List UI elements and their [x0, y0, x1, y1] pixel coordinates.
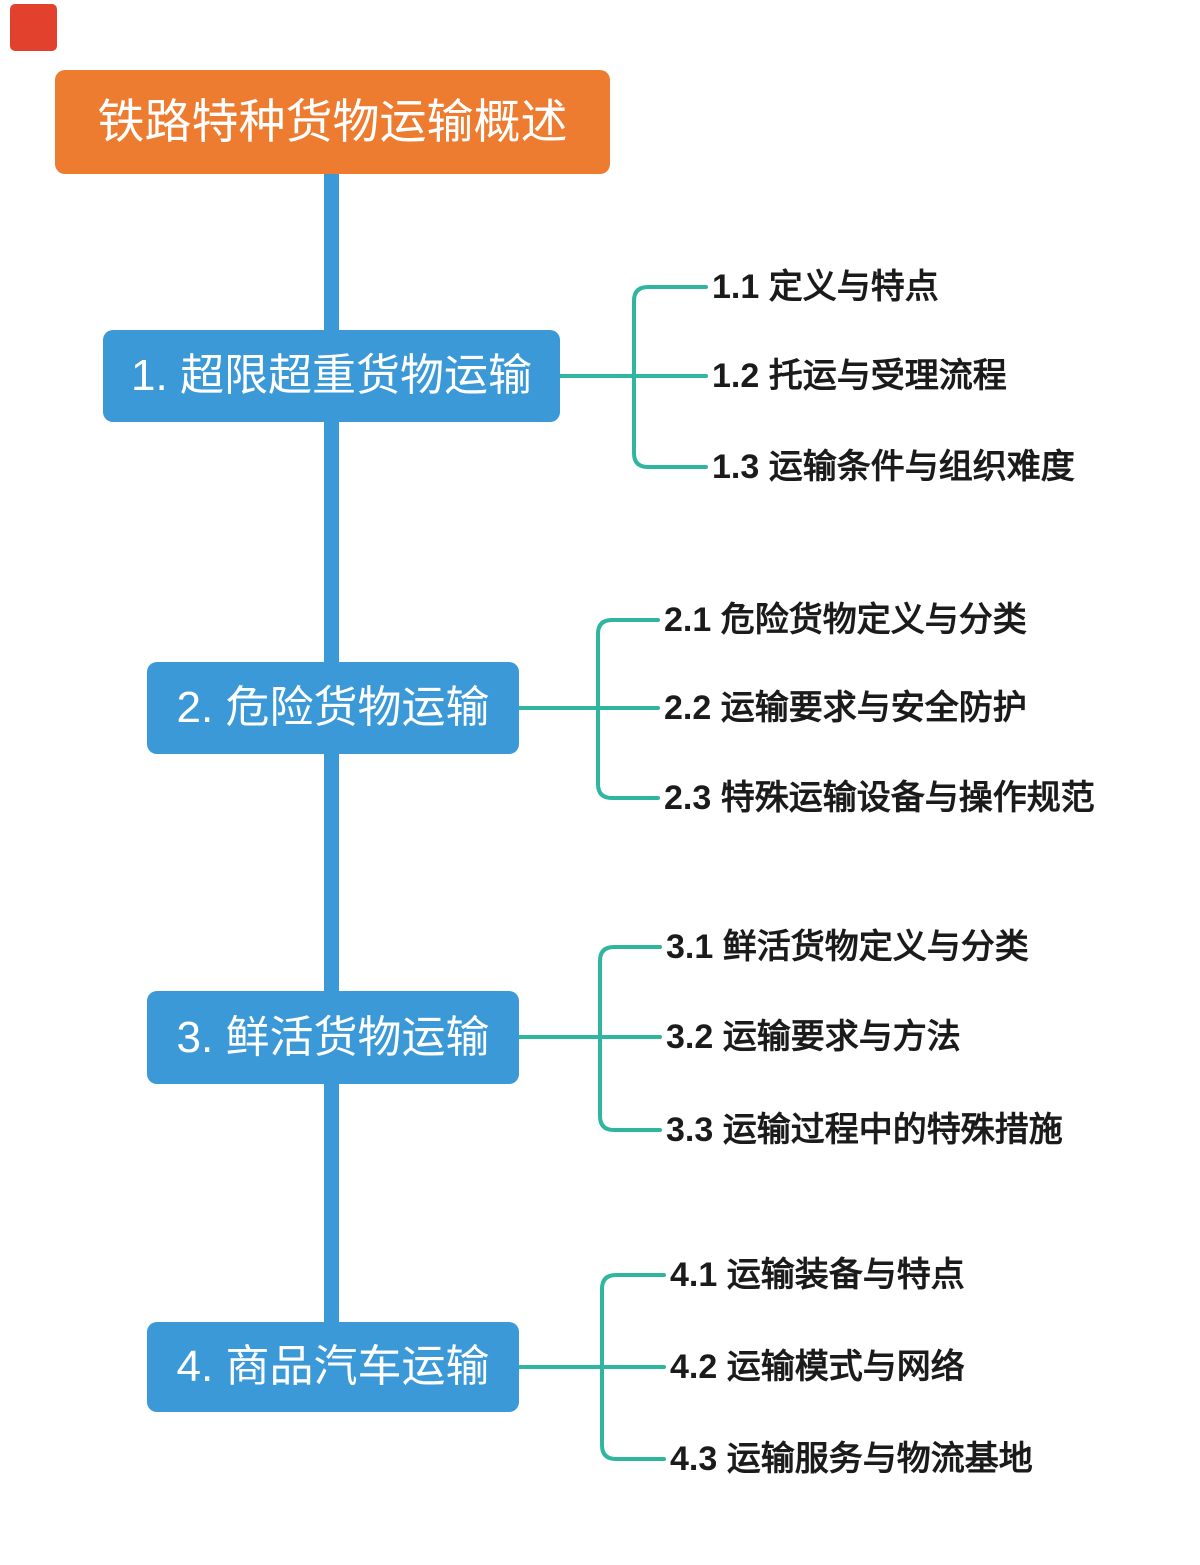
leaf-topic-4-1[interactable]: 4.1 运输装备与特点	[670, 1256, 965, 1294]
brand-logo-mark	[10, 4, 57, 51]
section-node-3[interactable]: 3. 鲜活货物运输	[147, 991, 519, 1084]
leaf-topic-1-1[interactable]: 1.1 定义与特点	[712, 268, 939, 306]
section-node-2[interactable]: 2. 危险货物运输	[147, 662, 519, 754]
leaf-topic-4-3[interactable]: 4.3 运输服务与物流基地	[670, 1440, 1033, 1478]
leaf-topic-1-3[interactable]: 1.3 运输条件与组织难度	[712, 448, 1075, 486]
leaf-topic-3-2[interactable]: 3.2 运输要求与方法	[666, 1018, 961, 1056]
leaf-topic-1-2[interactable]: 1.2 托运与受理流程	[712, 357, 1007, 395]
branch-bracket	[632, 285, 708, 469]
leaf-topic-2-3[interactable]: 2.3 特殊运输设备与操作规范	[664, 779, 1095, 817]
root-node[interactable]: 铁路特种货物运输概述	[55, 70, 610, 174]
leaf-topic-2-2[interactable]: 2.2 运输要求与安全防护	[664, 689, 1027, 727]
branch-bracket	[598, 945, 662, 1132]
leaf-topic-4-2[interactable]: 4.2 运输模式与网络	[670, 1348, 965, 1386]
leaf-topic-2-1[interactable]: 2.1 危险货物定义与分类	[664, 601, 1027, 639]
leaf-topic-3-1[interactable]: 3.1 鲜活货物定义与分类	[666, 928, 1029, 966]
section-node-4[interactable]: 4. 商品汽车运输	[147, 1322, 519, 1412]
leaf-topic-3-3[interactable]: 3.3 运输过程中的特殊措施	[666, 1111, 1063, 1149]
branch-bracket	[596, 618, 660, 800]
section-node-1[interactable]: 1. 超限超重货物运输	[103, 330, 560, 422]
branch-bracket	[600, 1273, 666, 1461]
